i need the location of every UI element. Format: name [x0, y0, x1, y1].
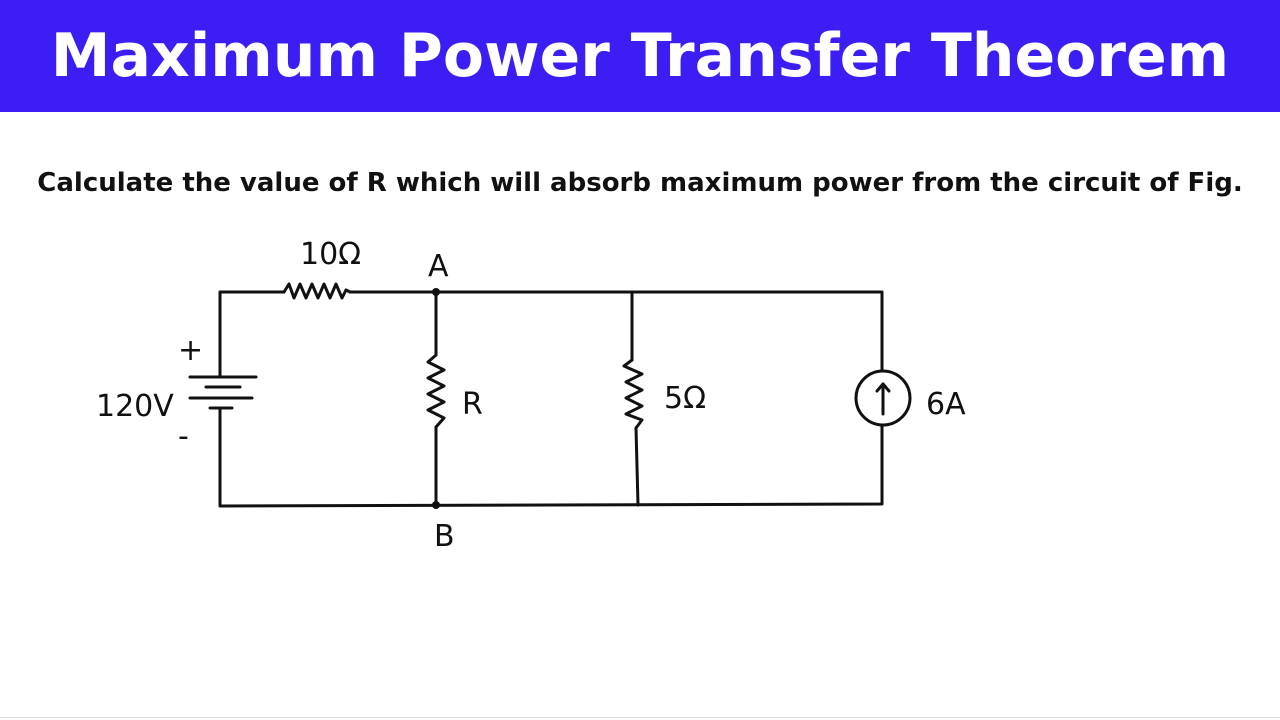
- divider: [0, 717, 1280, 718]
- current-source-icon: [854, 369, 912, 427]
- node-a-dot: [432, 288, 440, 296]
- node-b-label: B: [434, 519, 455, 554]
- current-source-label: 6A: [926, 387, 966, 422]
- node-a-label: A: [428, 249, 449, 284]
- load-resistor-label: R: [462, 387, 483, 422]
- shunt-resistor-label: 5Ω: [664, 381, 706, 416]
- source-voltage-label: 120V: [96, 389, 174, 424]
- node-b-dot: [432, 501, 440, 509]
- load-resistor: [426, 353, 446, 429]
- series-resistor: [282, 282, 352, 300]
- page-title: Maximum Power Transfer Theorem: [50, 21, 1230, 91]
- question-text: Calculate the value of R which will abso…: [37, 168, 1243, 198]
- plus-label: +: [178, 333, 203, 368]
- minus-label: -: [178, 419, 189, 454]
- shunt-resistor: [622, 358, 644, 430]
- wires: [218, 290, 884, 508]
- series-resistor-label: 10Ω: [300, 237, 361, 272]
- battery-icon: [188, 375, 258, 410]
- title-banner: Maximum Power Transfer Theorem: [0, 0, 1280, 112]
